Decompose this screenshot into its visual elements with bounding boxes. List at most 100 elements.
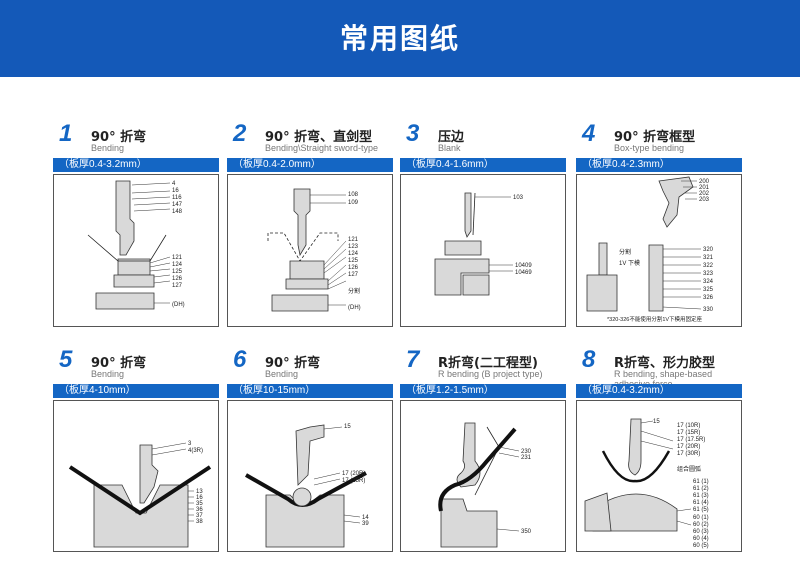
card-number: 2: [233, 120, 247, 147]
part-label: 61 (3): [693, 493, 709, 499]
note-text: *320-326不能使用分割1V下模用固定座: [607, 315, 703, 323]
part-label: 202: [699, 191, 710, 197]
card-subtitle: Blank: [438, 143, 461, 153]
sword-bending-diagram: 108 109 121 123 124 125 126 127 分割 (DH): [267, 188, 361, 312]
card-subtitle: Bending: [265, 369, 299, 379]
thickness-bar: （板厚4-10mm）: [53, 384, 219, 398]
part-label: 17 (25R): [342, 478, 365, 484]
part-label: 126: [348, 265, 359, 271]
part-label: 231: [521, 455, 532, 461]
page-title: 常用图纸: [339, 22, 460, 55]
card-subtitle: Bending\Straight sword-type: [265, 143, 379, 153]
card-header: 7 R折弯(二工程型) R bending (B project type): [400, 345, 568, 383]
thickness-bar: （板厚0.4-1.6mm）: [400, 158, 566, 172]
part-label: 17 (17.5R): [677, 437, 705, 443]
heavy-bending-diagram: 3 4(3R) 13 16 35 36 37 38: [68, 441, 212, 548]
drawing-box: 230 231 350: [400, 400, 566, 552]
card-number: 4: [582, 120, 596, 147]
part-label: 14: [362, 515, 369, 521]
page-header: 常用图纸: [0, 0, 800, 77]
card-header: 1 90° 折弯 Bending: [53, 119, 221, 157]
part-label: 17 (20R): [677, 444, 700, 450]
part-label: 230: [521, 449, 532, 455]
card-title: 90° 折弯: [265, 356, 321, 371]
drawing-box: 108 109 121 123 124 125 126 127 分割 (DH): [227, 174, 393, 327]
card-title: 90° 折弯、直剑型: [265, 130, 373, 145]
card-title: 90° 折弯框型: [614, 130, 696, 145]
thickness-bar: （板厚1.2-1.5mm）: [400, 384, 566, 398]
part-label: 17 (15R): [677, 430, 700, 436]
thickness-bar: （板厚0.4-3.2mm）: [53, 158, 219, 172]
drawing-box: 3 4(3R) 13 16 35 36 37 38: [53, 400, 219, 552]
card-title: 90° 折弯: [91, 130, 147, 145]
part-label: 121: [348, 237, 359, 243]
card-title: 90° 折弯: [91, 356, 147, 371]
r-adhesive-bending-diagram: 15 17 (10R) 17 (15R) 17 (17.5R) 17 (20R)…: [584, 418, 709, 549]
card-header: 4 90° 折弯框型 Box-type bending: [576, 119, 744, 157]
part-label: 322: [703, 263, 714, 269]
part-label: 10409: [515, 263, 532, 269]
part-label: 35: [196, 501, 203, 507]
card-8: 8 R折弯、形力胶型 R bending, shape-based adhesi…: [576, 345, 744, 552]
part-label: 124: [172, 262, 183, 268]
part-label: 147: [172, 202, 183, 208]
part-label: 61 (1): [693, 479, 709, 485]
card-header: 6 90° 折弯 Bending: [227, 345, 395, 383]
drawing-box: 15 17 (20R) 17 (25R) 14 39: [227, 400, 393, 552]
part-label: 16: [172, 188, 179, 194]
part-label: 321: [703, 255, 714, 261]
card-header: 8 R折弯、形力胶型 R bending, shape-based adhesi…: [576, 345, 744, 389]
part-label: 组合圆弧: [677, 465, 701, 473]
card-3: 3 压边 Blank （板厚0.4-1.6mm） 103 10409 10469: [400, 119, 568, 327]
card-number: 7: [406, 346, 420, 373]
part-label: 分割: [348, 287, 360, 295]
part-label: 61 (4): [693, 500, 709, 506]
thick-bending-diagram: 15 17 (20R) 17 (25R) 14 39: [245, 424, 369, 548]
card-subtitle: R bending (B project type): [438, 369, 543, 379]
part-label: 60 (5): [693, 543, 709, 549]
part-label: 3: [188, 441, 192, 447]
part-label: 201: [699, 185, 710, 191]
card-title: 压边: [438, 130, 465, 145]
part-label: 37: [196, 513, 203, 519]
part-label: 126: [172, 276, 183, 282]
part-label: 320: [703, 247, 714, 253]
part-label: 350: [521, 529, 532, 535]
part-label: 203: [699, 197, 710, 203]
part-label: 60 (1): [693, 515, 709, 521]
card-7: 7 R折弯(二工程型) R bending (B project type) （…: [400, 345, 568, 552]
part-label: 103: [513, 195, 524, 201]
part-label: 分割: [619, 248, 631, 256]
card-subtitle: Box-type bending: [614, 143, 685, 153]
bending-diagram: 4 16 116 147 148 121 124 125 126 127 (DH…: [87, 180, 185, 310]
part-label: 324: [703, 279, 714, 285]
part-label: 17 (10R): [677, 423, 700, 429]
part-label: (DH): [172, 302, 185, 308]
card-subtitle: Bending: [91, 369, 125, 379]
thickness-bar: （板厚0.4-3.2mm）: [576, 384, 742, 398]
part-label: 125: [172, 269, 183, 275]
card-5: 5 90° 折弯 Bending （板厚4-10mm） 3 4(3R) 13 1…: [53, 345, 221, 552]
part-label: 16: [196, 495, 203, 501]
part-label: 10469: [515, 270, 532, 276]
part-label: 1V 下模: [619, 259, 640, 267]
part-label: 148: [172, 209, 183, 215]
part-label: 15: [653, 419, 660, 425]
part-label: 38: [196, 519, 203, 525]
drawing-box: 200 201 202 203 分割 1V 下模 320 321 322 323…: [576, 174, 742, 327]
part-label: 4(3R): [188, 448, 203, 454]
r-bending-diagram: 230 231 350: [438, 422, 532, 548]
part-label: 109: [348, 200, 359, 206]
part-label: 13: [196, 489, 203, 495]
card-header: 2 90° 折弯、直剑型 Bending\Straight sword-type: [227, 119, 395, 157]
part-label: 4: [172, 181, 176, 187]
part-label: 61 (5): [693, 507, 709, 513]
drawing-box: 15 17 (10R) 17 (15R) 17 (17.5R) 17 (20R)…: [576, 400, 742, 552]
part-label: 123: [348, 244, 359, 250]
card-header: 3 压边 Blank: [400, 119, 568, 157]
part-label: 127: [172, 283, 183, 289]
part-label: 60 (2): [693, 522, 709, 528]
card-number: 8: [582, 346, 596, 373]
blank-diagram: 103 10409 10469: [434, 192, 532, 296]
part-label: 116: [172, 195, 182, 201]
